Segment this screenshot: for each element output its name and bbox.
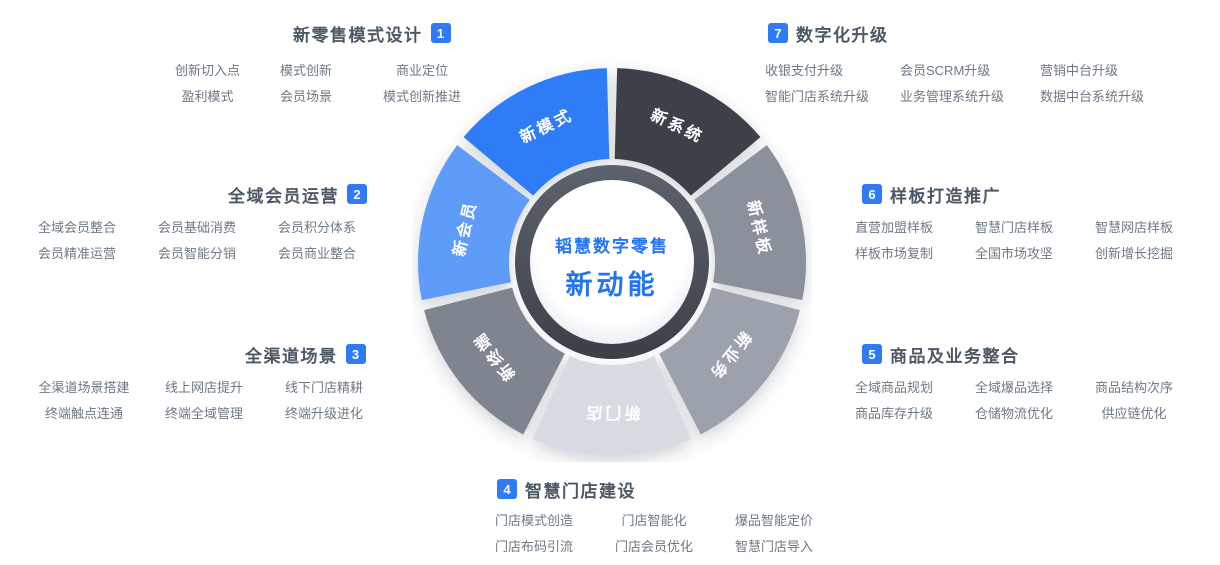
section-2-title: 全域会员运营: [228, 186, 339, 206]
list-item: 会员智能分销: [157, 245, 236, 261]
list-item: 线下门店精耕: [284, 379, 363, 395]
list-item: 全渠道场景搭建: [38, 379, 130, 395]
section-6-header: 6 样板打造推广: [862, 183, 1001, 206]
section-1-title: 新零售模式设计: [293, 25, 423, 45]
list-item: 全域会员整合: [37, 219, 116, 235]
list-item: 智慧门店样板: [974, 219, 1053, 235]
list-item: 直营加盟样板: [854, 219, 933, 235]
list-item: 会员商业整合: [277, 245, 356, 261]
wheel-segment-3: [694, 145, 807, 301]
wheel-segment-7: [417, 145, 530, 301]
section-7-items: 收银支付升级 会员SCRM升级 营销中台升级 智能门店系统升级 业务管理系统升级…: [765, 56, 1160, 108]
list-item: 全国市场攻坚: [974, 245, 1053, 261]
wheel-segment-6: [424, 287, 565, 435]
center-subtitle: 新动能: [566, 269, 659, 300]
list-item: 终端升级进化: [284, 405, 363, 421]
list-item: 数据中台系统升级: [1040, 88, 1145, 104]
section-4-title: 智慧门店建设: [525, 481, 636, 501]
list-item: 业务管理系统升级: [900, 88, 1005, 104]
list-item: 商业定位: [395, 62, 448, 78]
section-1-items: 创新切入点 模式创新 商业定位 盈利模式 会员场景 模式创新推进: [155, 56, 492, 108]
wheel-svg: 新模式新系统新样板新业务新门店新终端新会员 韬慧数字零售 新动能: [417, 68, 807, 457]
section-5-title: 商品及业务整合: [890, 346, 1020, 366]
wheel-segment-1: [463, 68, 610, 196]
list-item: 供应链优化: [1101, 405, 1167, 421]
section-2-items: 全域会员整合 会员基础消费 会员积分体系 会员精准运营 会员智能分销 会员商业整…: [17, 213, 377, 265]
section-5-header: 5 商品及业务整合: [862, 343, 1020, 366]
section-7-number-badge: 7: [768, 23, 788, 43]
list-item: 终端触点连通: [44, 405, 123, 421]
section-2-header: 全域会员运营 2: [228, 183, 367, 206]
section-4-number-badge: 4: [497, 479, 517, 499]
list-item: 门店模式创造: [494, 512, 573, 528]
list-item: 智能门店系统升级: [765, 88, 870, 104]
list-item: 线上网店提升: [164, 379, 243, 395]
list-item: 智慧网店样板: [1094, 219, 1173, 235]
list-item: 盈利模式: [181, 88, 234, 104]
list-item: 全域爆品选择: [974, 379, 1053, 395]
section-5-number-badge: 5: [862, 344, 882, 364]
list-item: 仓储物流优化: [974, 405, 1053, 421]
center-title: 韬慧数字零售: [555, 236, 669, 256]
list-item: 营销中台升级: [1040, 62, 1119, 78]
section-3-number-badge: 3: [345, 344, 366, 364]
wheel-segment-label: 新门店: [583, 404, 640, 423]
section-3-header: 全渠道场景 3: [245, 343, 366, 366]
list-item: 爆品智能定价: [734, 512, 813, 528]
list-item: 收银支付升级: [765, 62, 844, 78]
list-item: 模式创新: [279, 62, 332, 78]
list-item: 会员积分体系: [277, 219, 356, 235]
section-1-header: 新零售模式设计 1: [293, 22, 451, 45]
center-disc: [530, 180, 694, 344]
section-6-number-badge: 6: [862, 184, 882, 204]
section-7-title: 数字化升级: [796, 25, 889, 45]
list-item: 会员SCRM升级: [900, 62, 991, 78]
list-item: 会员精准运营: [37, 245, 116, 261]
list-item: 全域商品规划: [854, 379, 933, 395]
list-item: 门店布码引流: [494, 538, 573, 554]
list-item: 样板市场复制: [854, 245, 933, 261]
section-7-header: 7 数字化升级: [768, 22, 889, 45]
list-item: 商品结构次序: [1094, 379, 1173, 395]
strategy-wheel: 新模式新系统新样板新业务新门店新终端新会员 韬慧数字零售 新动能: [412, 62, 812, 462]
section-3-title: 全渠道场景: [245, 346, 338, 366]
list-item: 模式创新推进: [382, 88, 461, 104]
section-3-items: 全渠道场景搭建 线上网店提升 线下门店精耕 终端触点连通 终端全域管理 终端升级…: [24, 373, 384, 425]
section-4-items: 门店模式创造 门店智能化 爆品智能定价 门店布码引流 门店会员优化 智慧门店导入: [474, 506, 834, 558]
list-item: 创新切入点: [174, 62, 240, 78]
list-item: 门店智能化: [621, 512, 687, 528]
section-2-number-badge: 2: [347, 184, 367, 204]
section-4-header: 4 智慧门店建设: [497, 478, 636, 501]
list-item: 终端全域管理: [164, 405, 243, 421]
list-item: 智慧门店导入: [734, 538, 813, 554]
section-6-title: 样板打造推广: [890, 186, 1001, 206]
section-1-number-badge: 1: [430, 23, 451, 43]
wheel-segment-4: [659, 287, 800, 435]
list-item: 创新增长挖掘: [1094, 245, 1173, 261]
section-5-items: 全域商品规划 全域爆品选择 商品结构次序 商品库存升级 仓储物流优化 供应链优化: [834, 373, 1194, 425]
list-item: 门店会员优化: [614, 538, 693, 554]
list-item: 商品库存升级: [854, 405, 933, 421]
wheel-segments: 新模式新系统新样板新业务新门店新终端新会员: [417, 68, 807, 457]
wheel-segment-2: [614, 68, 761, 196]
section-6-items: 直营加盟样板 智慧门店样板 智慧网店样板 样板市场复制 全国市场攻坚 创新增长挖…: [834, 213, 1194, 265]
wheel-segment-5: [532, 355, 692, 457]
list-item: 会员基础消费: [157, 219, 236, 235]
list-item: 会员场景: [279, 88, 332, 104]
